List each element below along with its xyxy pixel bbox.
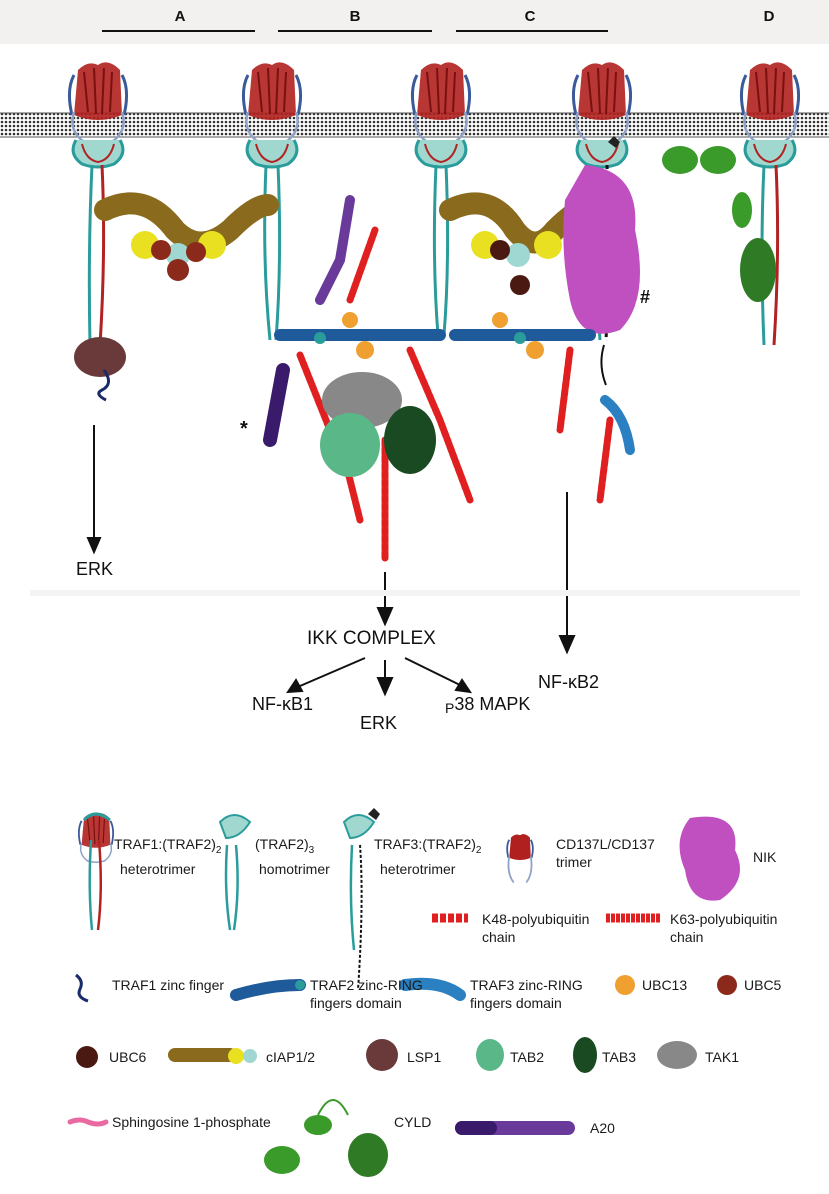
legend-tak1: TAK1 — [705, 1049, 739, 1065]
legend-a20: A20 — [590, 1120, 615, 1136]
legend-lsp1: LSP1 — [407, 1049, 442, 1065]
legend-traf2-ring-line2: fingers domain — [310, 995, 402, 1011]
legend-traf2-line2: homotrimer — [259, 860, 330, 877]
legend-traf2-sub: 3 — [308, 844, 315, 856]
legend-traf3-line1: TRAF3:(TRAF2) — [374, 836, 476, 852]
legend-k48-line1: K48-polyubiquitin — [482, 911, 590, 927]
panel-label-c: C — [524, 8, 536, 25]
legend-ubc6: UBC6 — [109, 1049, 147, 1065]
legend-k48-line2: chain — [482, 929, 516, 945]
legend-k48: K48-polyubiquitin chain — [482, 910, 589, 946]
legend-cyld: CYLD — [394, 1114, 432, 1130]
hash-mark: # — [640, 287, 651, 307]
nfkb1-label: NF-κB1 — [252, 694, 314, 714]
legend-k63-line2: chain — [670, 929, 704, 945]
legend-traf1-traf2: TRAF1:(TRAF2)2 heterotrimer — [114, 835, 221, 878]
legend-traf1-traf2-line1: TRAF1:(TRAF2) — [114, 836, 216, 852]
legend-traf2-homo: (TRAF2)3 homotrimer — [255, 835, 330, 878]
erk-label-a: ERK — [76, 559, 114, 579]
legend-traf3-line2: heterotrimer — [380, 860, 456, 877]
legend-s1p: Sphingosine 1-phosphate — [112, 1114, 271, 1130]
legend-traf3-ring: TRAF3 zinc-RING fingers domain — [470, 976, 583, 1012]
legend-k63-line1: K63-polyubiquitin — [670, 911, 778, 927]
panel-label-d: D — [763, 8, 775, 25]
legend-traf1-zf: TRAF1 zinc finger — [112, 977, 225, 993]
legend-ubc5: UBC5 — [744, 977, 782, 993]
legend-tab3: TAB3 — [602, 1049, 636, 1065]
legend-ciap: cIAP1/2 — [266, 1049, 316, 1065]
legend-traf3-ring-line2: fingers domain — [470, 995, 562, 1011]
legend-ubc13: UBC13 — [642, 977, 688, 993]
erk-label-b: ERK — [360, 713, 398, 733]
legend-traf3-ring-line1: TRAF3 zinc-RING — [470, 977, 583, 993]
nfkb2-label: NF-κB2 — [538, 672, 600, 692]
legend-traf3-traf2: TRAF3:(TRAF2)2 heterotrimer — [374, 835, 481, 878]
asterisk-mark: * — [240, 418, 248, 440]
panel-label-a: A — [174, 8, 186, 25]
p38-prefix: P — [445, 700, 455, 716]
p38-text: 38 MAPK — [454, 694, 531, 714]
legend-traf1-traf2-sub: 2 — [215, 844, 222, 856]
panel-label-b: B — [349, 8, 361, 25]
legend-nik: NIK — [753, 849, 777, 865]
legend-tab2: TAB2 — [510, 1049, 544, 1065]
legend-cd137: CD137L/CD137 trimer — [556, 835, 655, 871]
legend-k63: K63-polyubiquitin chain — [670, 910, 777, 946]
legend-cd137-line1: CD137L/CD137 — [556, 836, 655, 852]
ikk-complex-label: IKK COMPLEX — [307, 628, 436, 649]
p38-mapk-label: P38 MAPK — [445, 694, 530, 716]
legend-traf2-ring: TRAF2 zinc-RING fingers domain — [310, 976, 423, 1012]
legend-traf1-traf2-line2: heterotrimer — [120, 860, 196, 877]
legend-cd137-line2: trimer — [556, 854, 592, 870]
legend-traf2-ring-line1: TRAF2 zinc-RING — [310, 977, 423, 993]
legend-traf2-line1: (TRAF2) — [255, 836, 309, 852]
legend-traf3-sub: 2 — [475, 844, 482, 856]
